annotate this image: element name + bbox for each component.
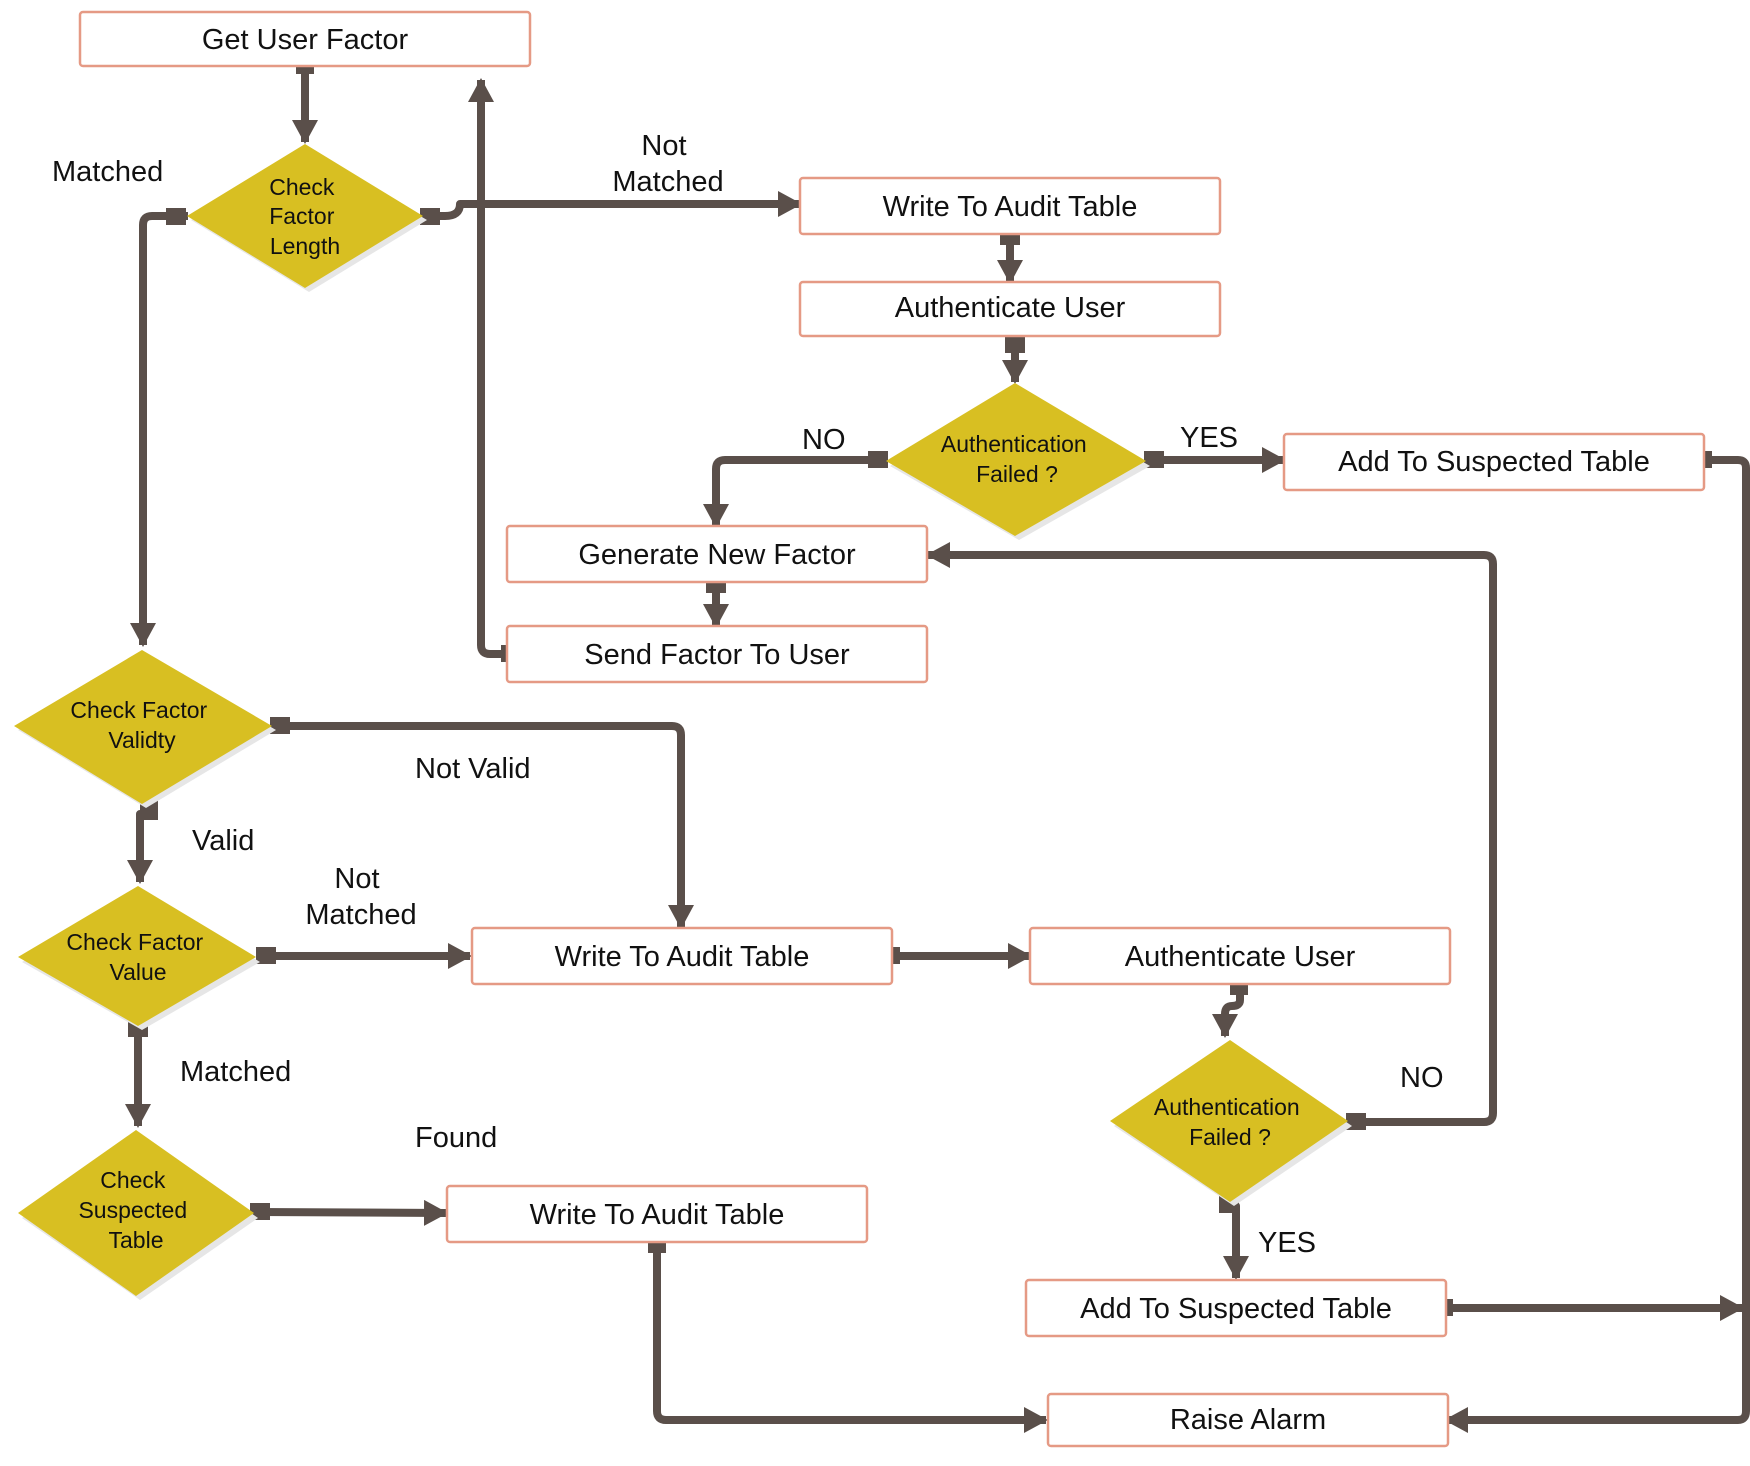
- edge-not-valid: [272, 722, 694, 929]
- box-label: Add To Suspected Table: [1338, 446, 1650, 478]
- box-label: Write To Audit Table: [530, 1199, 785, 1231]
- edge-send-factor-loop-back: [468, 78, 512, 658]
- box-label: Generate New Factor: [578, 539, 856, 571]
- edge-auth2-yes: [1223, 1198, 1249, 1280]
- diamond-check-factor-length: Check Factor Length: [187, 144, 427, 292]
- label-auth2-no: NO: [1400, 1062, 1444, 1094]
- label-found: Found: [415, 1122, 497, 1154]
- label-not-valid: Not Valid: [415, 753, 531, 785]
- box-label: Add To Suspected Table: [1080, 1293, 1392, 1325]
- box-write-audit-table-3: Write To Audit Table: [445, 1184, 869, 1244]
- diamond-label: Check Factor Value: [66, 929, 209, 985]
- connectors: [125, 62, 1750, 1433]
- edge-auth2-no: [926, 542, 1497, 1126]
- diamond-label: Check Suspected Table: [78, 1167, 193, 1253]
- label-value-matched: Matched: [180, 1056, 291, 1088]
- diamond-authentication-failed-2: Authentication Failed ?: [1110, 1040, 1352, 1206]
- label-auth1-yes: YES: [1180, 422, 1238, 454]
- label-value-not-matched: Not Matched: [305, 863, 416, 931]
- box-authenticate-user-1: Authenticate User: [798, 280, 1222, 338]
- box-get-user-factor: Get User Factor: [78, 10, 532, 68]
- box-add-to-suspected-table-1: Add To Suspected Table: [1282, 432, 1706, 492]
- box-label: Write To Audit Table: [883, 191, 1138, 223]
- label-valid: Valid: [192, 825, 254, 857]
- diamond-check-factor-validity: Check Factor Validty: [14, 650, 276, 808]
- box-label: Authenticate User: [895, 292, 1126, 324]
- box-label: Get User Factor: [202, 24, 409, 56]
- diamond-label: Check Factor Length: [269, 174, 341, 259]
- label-auth2-yes: YES: [1258, 1227, 1316, 1259]
- label-length-matched: Matched: [52, 156, 163, 188]
- diamond-label: Authentication Failed ?: [941, 431, 1093, 487]
- box-label: Write To Audit Table: [555, 941, 810, 973]
- diamond-label: Check Factor Validty: [70, 697, 213, 753]
- edge-labels: Matched Not Matched NO YES Not Valid Val…: [52, 130, 1444, 1259]
- box-authenticate-user-2: Authenticate User: [1028, 926, 1452, 986]
- edge-suspected1-to-alarm: [1444, 456, 1750, 1433]
- box-raise-alarm: Raise Alarm: [1046, 1392, 1450, 1448]
- diamond-check-suspected-table: Check Suspected Table: [18, 1130, 258, 1300]
- box-send-factor-to-user: Send Factor To User: [505, 624, 929, 684]
- label-length-not-matched: Not Matched: [612, 130, 723, 198]
- edge-length-matched: [130, 212, 188, 647]
- diamond-check-factor-value: Check Factor Value: [18, 886, 260, 1030]
- edge-audit3-to-alarm: [653, 1242, 1048, 1433]
- box-label: Authenticate User: [1125, 941, 1356, 973]
- diamond-authentication-failed-1: Authentication Failed ?: [886, 383, 1150, 540]
- edge-auth1-no: [703, 456, 884, 528]
- edge-auth2-to-failed2: [1212, 982, 1244, 1038]
- box-add-to-suspected-table-2: Add To Suspected Table: [1024, 1278, 1448, 1338]
- box-label: Send Factor To User: [584, 639, 850, 671]
- edge-found: [257, 1199, 448, 1226]
- edge-length-not-matched: [424, 191, 802, 220]
- box-label: Raise Alarm: [1170, 1404, 1326, 1436]
- diamond-label: Authentication Failed ?: [1154, 1094, 1306, 1150]
- box-generate-new-factor: Generate New Factor: [505, 524, 929, 584]
- box-write-audit-table-1: Write To Audit Table: [798, 176, 1222, 236]
- label-auth1-no: NO: [802, 424, 846, 456]
- box-write-audit-table-2: Write To Audit Table: [470, 926, 894, 986]
